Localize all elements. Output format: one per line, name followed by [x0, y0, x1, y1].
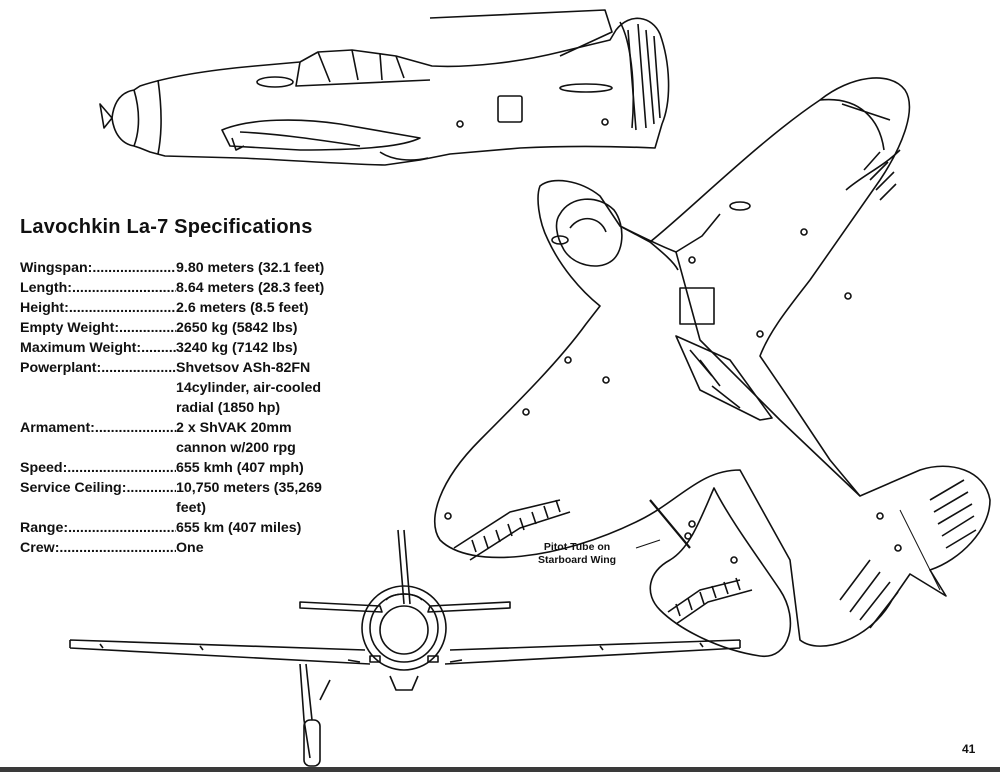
- spec-value: 655 km (407 miles): [176, 520, 302, 536]
- spec-label: Service Ceiling:........................…: [20, 480, 176, 496]
- spec-row-wingspan: Wingspan:...............................…: [20, 258, 366, 278]
- spec-value: 2650 kg (5842 lbs): [176, 320, 298, 336]
- spec-label: Range:..................................…: [20, 520, 176, 536]
- spec-row-empty-weight: Empty Weight:...........................…: [20, 318, 366, 338]
- spec-value: 2.6 meters (8.5 feet): [176, 300, 309, 316]
- spec-label: Armament:...............................…: [20, 420, 176, 436]
- spec-value: 2 x ShVAK 20mm cannon w/200 rpg: [176, 420, 296, 456]
- page-number: 41: [962, 742, 976, 756]
- spec-label: Crew:...................................…: [20, 540, 176, 556]
- top-view-drawing: [435, 78, 990, 646]
- spec-value: 10,750 meters (35,269 feet): [176, 480, 322, 516]
- spec-row-length: Length:.................................…: [20, 278, 366, 298]
- spec-row-maximum-weight: Maximum Weight:.........................…: [20, 338, 366, 358]
- spec-value: 3240 kg (7142 lbs): [176, 340, 298, 356]
- spec-value: One: [176, 540, 204, 556]
- spec-value: 655 kmh (407 mph): [176, 460, 304, 476]
- callout-line: Starboard Wing: [538, 554, 617, 566]
- spec-value: 8.64 meters (28.3 feet): [176, 280, 325, 296]
- pitot-wing-detail: [636, 488, 790, 656]
- spec-value: 9.80 meters (32.1 feet): [176, 260, 325, 276]
- spec-label: Speed:..................................…: [20, 460, 176, 476]
- spec-label: Maximum Weight:.........................…: [20, 340, 176, 356]
- specifications-heading: Lavochkin La-7 Specifications: [20, 216, 313, 238]
- spec-row-crew: Crew:...................................…: [20, 538, 366, 558]
- spec-row-height: Height:.................................…: [20, 298, 366, 318]
- side-view-drawing: [100, 10, 669, 165]
- spec-row-speed: Speed:..................................…: [20, 458, 366, 478]
- spec-row-powerplant: Powerplant:.............................…: [20, 358, 366, 418]
- spec-row-armament: Armament:...............................…: [20, 418, 366, 458]
- specifications-list: Wingspan:...............................…: [20, 258, 366, 558]
- spec-label: Wingspan:...............................…: [20, 260, 176, 276]
- spec-label: Powerplant:.............................…: [20, 360, 176, 376]
- spec-label: Empty Weight:...........................…: [20, 320, 176, 336]
- spec-value: Shvetsov ASh-82FN 14cylinder, air-cooled…: [176, 360, 322, 416]
- callout-line: Pitot Tube on: [543, 541, 611, 553]
- spec-label: Length:.................................…: [20, 280, 176, 296]
- pitot-tube-callout: Pitot Tube on Starboard Wing: [538, 541, 616, 567]
- spec-label: Height:.................................…: [20, 300, 176, 316]
- spec-row-range: Range:..................................…: [20, 518, 366, 538]
- spec-row-service-ceiling: Service Ceiling:........................…: [20, 478, 366, 518]
- front-view-drawing: [70, 530, 740, 766]
- bottom-divider: [0, 767, 1000, 772]
